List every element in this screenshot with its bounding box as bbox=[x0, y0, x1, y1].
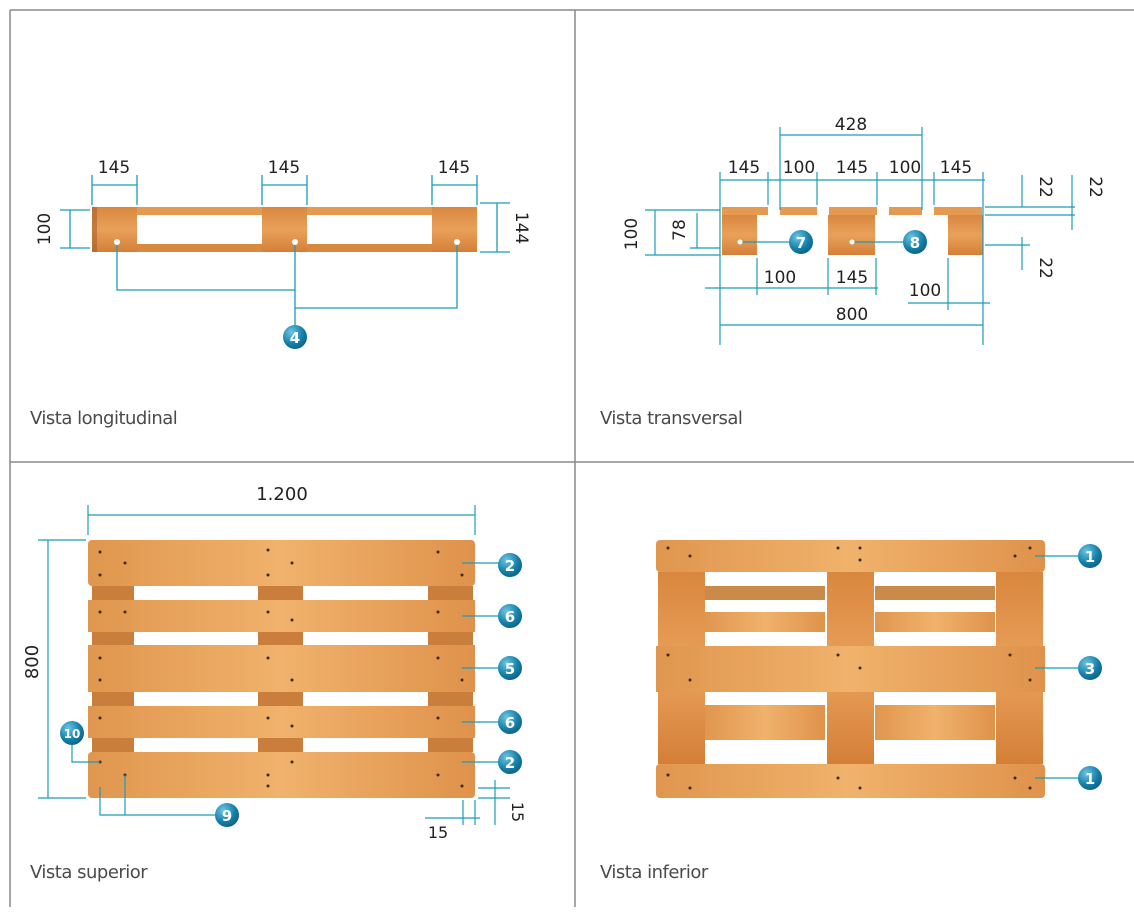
svg-text:4: 4 bbox=[290, 329, 300, 347]
svg-text:9: 9 bbox=[222, 807, 232, 825]
dim-transversal-d3: 145 bbox=[836, 158, 868, 178]
dim-transversal-22a: 22 bbox=[1035, 176, 1055, 198]
callout-badge-6-upper: 6 bbox=[498, 604, 522, 628]
callout-badge-6-lower: 6 bbox=[498, 710, 522, 734]
dim-longitudinal-height-100: 100 bbox=[35, 213, 55, 245]
top-view-pallet bbox=[88, 540, 475, 798]
dim-transversal-d2: 100 bbox=[783, 158, 815, 178]
dim-transversal-bottom-100-right: 100 bbox=[909, 281, 941, 301]
dim-longitudinal-b: 145 bbox=[268, 158, 300, 178]
dim-transversal-22c: 22 bbox=[1035, 257, 1055, 279]
dim-transversal-d5: 145 bbox=[940, 158, 972, 178]
top-view-dimension-lines bbox=[38, 505, 510, 825]
dim-top-15-vertical: 15 bbox=[508, 802, 527, 822]
dim-transversal-bottom-100: 100 bbox=[764, 268, 796, 288]
callout-badge-7: 7 bbox=[789, 230, 813, 254]
callout-badge-9: 9 bbox=[215, 803, 239, 827]
callout-badge-3: 3 bbox=[1078, 656, 1102, 680]
dim-transversal-d4: 100 bbox=[889, 158, 921, 178]
bottom-view-leader-lines bbox=[1035, 555, 1080, 779]
longitudinal-pallet bbox=[92, 207, 477, 252]
svg-text:7: 7 bbox=[796, 234, 806, 252]
panel-superior: 1.200 800 15 15 2 6 5 6 2 10 9 bbox=[22, 484, 527, 842]
dim-longitudinal-height-144: 144 bbox=[511, 212, 531, 244]
dim-transversal-22b: 22 bbox=[1085, 176, 1105, 198]
svg-text:1: 1 bbox=[1085, 548, 1095, 566]
caption-inferior: Vista inferior bbox=[600, 862, 708, 883]
dim-longitudinal-a: 145 bbox=[98, 158, 130, 178]
dim-top-height: 800 bbox=[22, 645, 43, 679]
callout-badge-4: 4 bbox=[283, 325, 307, 349]
transversal-dimension-lines bbox=[645, 127, 1075, 345]
svg-text:1: 1 bbox=[1085, 770, 1095, 788]
svg-text:10: 10 bbox=[64, 727, 81, 741]
caption-transversal: Vista transversal bbox=[600, 408, 743, 429]
callout-badge-5: 5 bbox=[498, 656, 522, 680]
dim-transversal-height-78: 78 bbox=[670, 219, 690, 241]
callout-badge-8: 8 bbox=[903, 230, 927, 254]
dim-longitudinal-c: 145 bbox=[438, 158, 470, 178]
dim-top-width: 1.200 bbox=[256, 484, 308, 505]
panel-longitudinal: 145 145 145 100 144 4 bbox=[35, 158, 531, 349]
caption-superior: Vista superior bbox=[30, 862, 148, 883]
svg-text:5: 5 bbox=[505, 660, 515, 678]
callout-badge-2-top: 2 bbox=[498, 553, 522, 577]
svg-text:3: 3 bbox=[1085, 660, 1095, 678]
svg-text:8: 8 bbox=[910, 234, 920, 252]
dim-top-15-horizontal: 15 bbox=[428, 823, 448, 842]
svg-text:6: 6 bbox=[505, 608, 515, 626]
svg-text:2: 2 bbox=[505, 754, 515, 772]
longitudinal-dimension-lines bbox=[60, 175, 510, 328]
caption-longitudinal: Vista longitudinal bbox=[30, 408, 178, 429]
dim-transversal-height-100: 100 bbox=[622, 218, 642, 250]
panel-transversal: 428 145 100 145 100 145 100 78 22 22 22 … bbox=[622, 115, 1105, 345]
dim-transversal-428: 428 bbox=[835, 115, 867, 135]
dim-transversal-d1: 145 bbox=[728, 158, 760, 178]
dim-transversal-bottom-145: 145 bbox=[836, 268, 868, 288]
bottom-view-pallet bbox=[656, 540, 1045, 798]
panel-grid bbox=[9, 9, 1134, 907]
svg-text:6: 6 bbox=[505, 714, 515, 732]
panel-inferior: 1 3 1 bbox=[656, 540, 1102, 798]
svg-text:2: 2 bbox=[505, 557, 515, 575]
callout-badge-1-bottom: 1 bbox=[1078, 766, 1102, 790]
callout-badge-1-top: 1 bbox=[1078, 544, 1102, 568]
dim-transversal-800: 800 bbox=[836, 305, 868, 325]
transversal-pallet bbox=[722, 207, 983, 255]
callout-badge-10: 10 bbox=[60, 721, 84, 745]
callout-badge-2-bottom: 2 bbox=[498, 750, 522, 774]
